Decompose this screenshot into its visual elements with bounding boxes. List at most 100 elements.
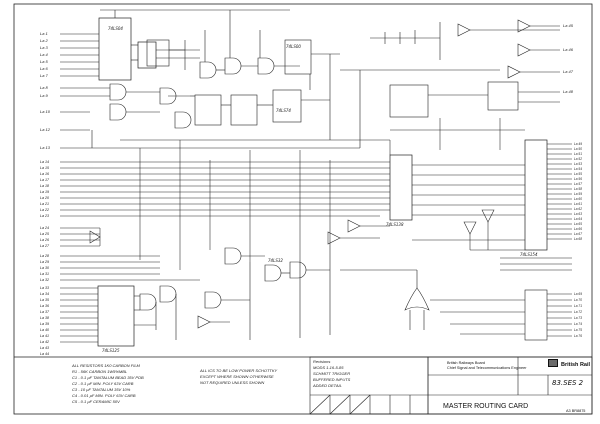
pin-label: La 56 <box>574 177 582 181</box>
pin-label: La 45 <box>563 23 574 28</box>
pin-label: La 76 <box>574 334 582 338</box>
pin-label: La 59 <box>574 192 582 196</box>
pin-label: La 13 <box>40 145 51 150</box>
pin-label: La 16 <box>40 172 49 176</box>
pin-label: La 26 <box>40 238 49 242</box>
pin-label: La 74 <box>574 322 582 326</box>
pin-label: La 71 <box>574 304 582 308</box>
bus-c <box>60 287 156 343</box>
pin-label: La 36 <box>40 304 49 308</box>
pin-label: La 47 <box>563 69 574 74</box>
note-line: C2 - 0.1 µF MIN. POLY 63V CARB <box>72 381 134 386</box>
bottom-right-circuit <box>340 257 572 341</box>
pin-label: La 62 <box>574 207 582 211</box>
note-line: NOT REQUIRED UNLESS SHOWN <box>200 380 264 385</box>
top-right-circuit <box>340 19 560 148</box>
revisions-text: Revisions MODS 1-16-5-85 SCHMITT TRIGGER… <box>312 359 351 388</box>
drawing-border <box>13 3 593 415</box>
pin-label: La 15 <box>40 166 49 170</box>
pin-label: La 10 <box>40 109 51 114</box>
pin-label: La 64 <box>574 217 582 221</box>
bus-b-labels: La 24 La 25 La 26 La 27 La 28 La 29 La 3… <box>40 226 50 282</box>
pin-label: La 65 <box>574 222 582 226</box>
pin-label: La 17 <box>40 178 50 182</box>
right-bot-labels: La 69 La 70 La 71 La 72 La 73 La 74 La 7… <box>574 292 582 338</box>
bus-b <box>60 209 525 281</box>
pin-label: La 66 <box>574 227 582 231</box>
note-line: C3 - 10 µF TANTALUM 35V 10% <box>72 387 131 392</box>
revision-line: ADDED DETAIL <box>312 383 342 388</box>
pin-label: La 37 <box>40 310 50 314</box>
pin-label: La 7 <box>40 73 49 78</box>
bus-a <box>60 161 390 217</box>
chip-ic7-label: 74LS125 <box>102 348 120 353</box>
pin-label: La 68 <box>574 237 582 241</box>
company-name: British Rail <box>561 362 591 368</box>
pin-label: La 28 <box>40 254 49 258</box>
pin-label: La 32 <box>40 278 49 282</box>
title-block <box>427 356 593 415</box>
pin-label: La 25 <box>40 232 49 236</box>
pin-label: La 19 <box>40 190 49 194</box>
left-top-pin-labels: La 1 La 2 La 3 La 4 La 5 La 6 La 7 <box>40 31 49 78</box>
note-line: R1 - 56K CARBON 1W5%MBL <box>72 369 127 374</box>
pin-label: La 24 <box>40 226 49 230</box>
pin-label: La 58 <box>574 187 582 191</box>
pin-label: La 53 <box>574 162 582 166</box>
pin-label: La 60 <box>574 197 582 201</box>
chip-ic6-label: 74LS154 <box>520 252 538 257</box>
pin-label: La 70 <box>574 298 582 302</box>
note-line: C5 - 0.1 µF CERAMIC 50V <box>72 399 120 404</box>
note-line: C1 - 0.1 µF TANTALUM BEAD 35V PDB <box>72 375 144 380</box>
right-top-labels: La 45 La 46 La 47 La 48 <box>563 23 574 94</box>
chip-ic5 <box>389 154 413 221</box>
notes2-section: ALL ICS TO BE LOW POWER SCHOTTKY EXCEPT … <box>199 368 278 385</box>
pin-label: La 8 <box>40 85 49 90</box>
pin-label: La 42 <box>40 340 49 344</box>
pin-label: La 43 <box>40 346 49 350</box>
pin-label: La 52 <box>574 157 582 161</box>
chip-ic1-label: 74LS04 <box>108 26 123 31</box>
pin-label: La 40 <box>40 328 49 332</box>
pin-label: La 57 <box>574 182 582 186</box>
chip-ic5-label: 74LS138 <box>386 222 404 227</box>
note-line: ALL RESISTORS 1K0 CARBON FILM <box>71 363 141 368</box>
bus-a-labels: La 14 La 15 La 16 La 17 La 18 La 19 La 2… <box>40 160 50 218</box>
pin-label: La 35 <box>40 298 49 302</box>
pin-label: La 4 <box>40 52 49 57</box>
pin-label: La 20 <box>40 196 49 200</box>
pin-label: La 9 <box>40 93 49 98</box>
pin-label: La 31 <box>40 272 49 276</box>
card-title: MASTER ROUTING CARD <box>443 403 528 410</box>
pin-label: La 63 <box>574 212 582 216</box>
note-line: EXCEPT WHERE SHOWN OTHERWISE <box>200 374 274 379</box>
pin-label: La 22 <box>40 208 49 212</box>
chip6-connections <box>389 118 525 216</box>
revision-line: SCHMITT TRIGGER <box>313 371 350 376</box>
sheet-ref: A3 BR8875 <box>566 409 585 413</box>
pin-label: La 5 <box>40 59 49 64</box>
pin-label: La 69 <box>574 292 582 296</box>
pin-label: La 46 <box>563 47 574 52</box>
british-rail-logo <box>548 359 558 367</box>
bus-verticals <box>139 140 331 270</box>
note-line: ALL ICS TO BE LOW POWER SCHOTTKY <box>199 368 278 373</box>
pin-label: La 67 <box>574 232 582 236</box>
pin-label: La 50 <box>574 147 582 151</box>
pin-label: La 1 <box>40 31 48 36</box>
dept-line-2: Chief Signal and Telecommunications Engi… <box>447 366 527 370</box>
right-mid-labels: La 49 La 50 La 51 La 52 La 53 La 54 La 5… <box>574 142 582 241</box>
dept-line-1: British Railways Board <box>447 361 485 365</box>
pin-label: La 39 <box>40 322 49 326</box>
centre-top-circuit <box>120 10 390 149</box>
middle-gate-cluster <box>139 240 331 340</box>
pin-label: La 23 <box>40 214 49 218</box>
pin-label: La 41 <box>40 334 49 338</box>
chip-ic2-label: 74LS74 <box>276 108 291 113</box>
chip-ic3-label: 74LS00 <box>286 44 301 49</box>
pin-label: La 29 <box>40 260 49 264</box>
pin-label: La 73 <box>574 316 582 320</box>
pin-label: La 30 <box>40 266 49 270</box>
left-clock-labels: La 8 La 9 La 10 La 12 La 13 <box>40 85 51 150</box>
